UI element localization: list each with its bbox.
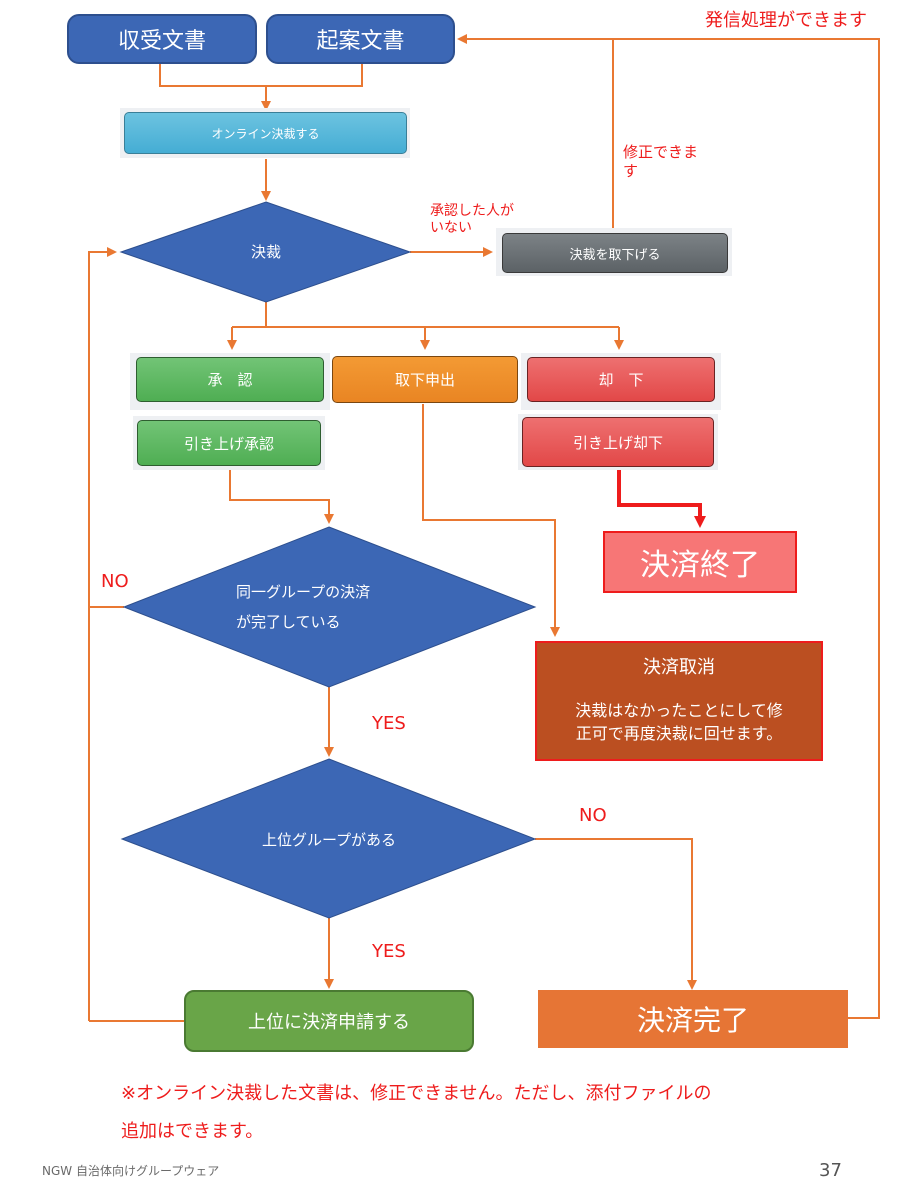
editable-note-line2: す [623,162,639,180]
connector-reject-to-end [617,469,706,528]
approval-ended-node: 決済終了 [603,531,797,593]
online-approval-button[interactable]: オンライン決裁する [124,112,407,154]
request-withdraw-button[interactable]: 取下申出 [332,356,518,403]
cancel-title: 決済取消 [643,657,715,678]
label-yes-group: YES [372,713,406,734]
reject-button[interactable]: 却 下 [527,357,715,402]
footnote: ※オンライン決裁した文書は、修正できません。ただし、添付ファイルの 追加はできま… [121,1075,712,1151]
no-approver-note-line2: いない [430,220,472,236]
cancel-body-line1: 決裁はなかったことにして修 [575,701,783,720]
received-document-node: 収受文書 [67,14,257,64]
decision-group-label-line2: が完了している [236,613,341,631]
footnote-line2: 追加はできます。 [121,1121,264,1142]
decision-upper-label: 上位グループがある [261,831,397,849]
cancel-body: 決裁はなかったことにして修 正可で再度決裁に回せます。 [537,699,821,745]
editable-note-line1: 修正できま [623,143,699,161]
drafted-document-node: 起案文書 [266,14,455,64]
pullup-approve-button[interactable]: 引き上げ承認 [137,420,321,466]
connector-upper-no [535,838,697,990]
withdraw-button-frame: 決裁を取下げる [496,228,732,276]
no-approver-note: 承認した人が いない [430,203,514,237]
connector-decision-split [232,302,619,328]
decision-group-label-line1: 同一グループの決済 [236,583,371,601]
withdraw-approval-button[interactable]: 決裁を取下げる [502,233,728,273]
online-button-frame: オンライン決裁する [120,108,410,158]
label-no-group: NO [101,571,129,592]
footnote-line1: ※オンライン決裁した文書は、修正できません。ただし、添付ファイルの [121,1083,712,1104]
no-approver-note-line1: 承認した人が [430,203,514,219]
editable-note: 修正できま す [623,143,698,181]
reject-button-frame: 却 下 [521,353,721,410]
upper-request-node: 上位に決済申請する [184,990,474,1052]
cancel-body-line2: 正可で再度決裁に回せます。 [575,724,783,743]
label-no-upper: NO [579,805,607,826]
pullup-reject-button[interactable]: 引き上げ却下 [522,417,714,467]
approve-button-frame: 承 認 [130,353,330,410]
connector-approve-to-group [229,467,334,524]
label-yes-upper: YES [372,941,406,962]
connector-complete-return [457,34,880,1019]
decision-main-label: 決裁 [250,243,281,261]
pullup-approve-button-frame: 引き上げ承認 [133,416,325,470]
page-number: 37 [819,1160,842,1181]
send-process-note: 発信処理ができます [705,10,867,31]
footer-product-name: NGW 自治体向けグループウェア [42,1164,220,1178]
pullup-reject-button-frame: 引き上げ却下 [518,414,718,470]
connector-docs-merge [159,63,363,87]
approval-cancel-node: 決済取消 決裁はなかったことにして修 正可で再度決裁に回せます。 [535,641,823,761]
approval-complete-node: 決済完了 [538,990,848,1048]
decision-group-label: 同一グループの決済 が完了している [236,577,436,637]
approve-button[interactable]: 承 認 [136,357,324,402]
